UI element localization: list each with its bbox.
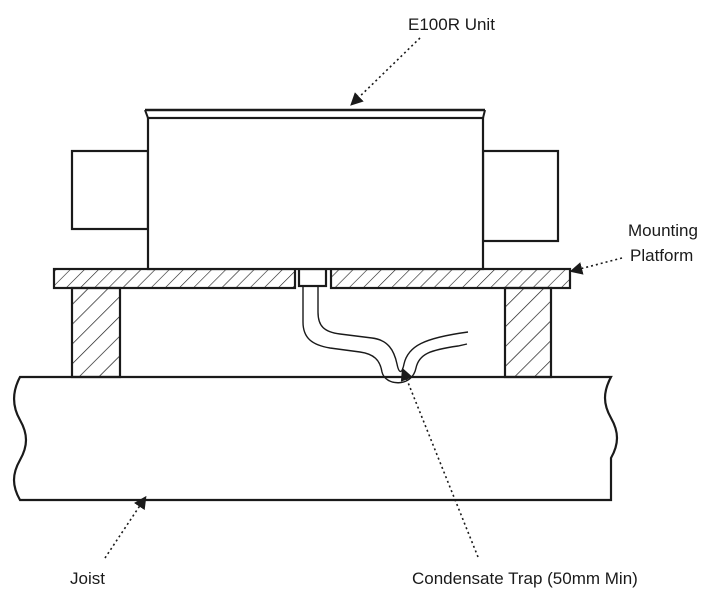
platform-label-line1: Mounting [628, 221, 698, 240]
support-post-left [70, 286, 122, 379]
platform-label-line2: Platform [630, 246, 693, 265]
unit-label: E100R Unit [408, 15, 495, 34]
e100r-unit-body [146, 116, 485, 271]
mounting-platform-left [52, 267, 297, 290]
support-post-right [503, 286, 553, 379]
joist-label: Joist [70, 569, 105, 588]
trap-label: Condensate Trap (50mm Min) [412, 569, 638, 588]
e100r-unit-lid-right [482, 109, 486, 119]
mounting-platform-right [329, 267, 572, 290]
unit-leader-arrow [350, 37, 421, 106]
side-box-right [481, 149, 560, 243]
drain-outlet [297, 267, 328, 288]
e100r-unit-lid-left [144, 109, 149, 119]
trap-leader-arrow [400, 367, 479, 558]
platform-leader-arrow [569, 257, 623, 275]
condensate-trap-pipe [302, 286, 468, 384]
joist-leader-arrow [104, 495, 147, 559]
side-box-left [70, 149, 150, 231]
joist-beam [12, 375, 619, 502]
condensate-trap-pipe-inner [317, 286, 469, 373]
